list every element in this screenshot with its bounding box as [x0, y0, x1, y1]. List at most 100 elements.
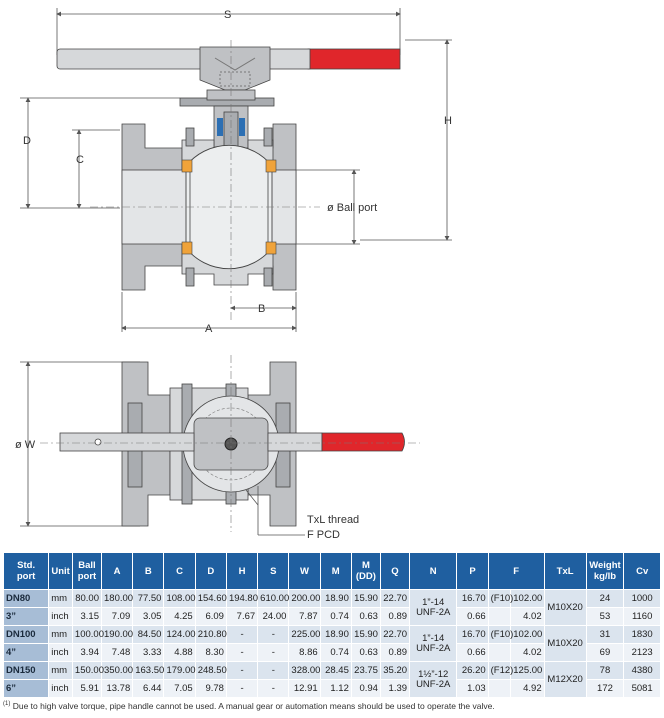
- cell-txl: M10X20: [543, 625, 587, 662]
- cell-a: 7.09: [100, 607, 134, 626]
- cell-a: 7.48: [100, 643, 134, 662]
- table-row: DN150 mm 150.00 350.00 163.50 179.00 248…: [2, 661, 661, 698]
- cell-b: 3.33: [132, 643, 165, 662]
- header-b: B: [132, 552, 165, 590]
- seat: [181, 159, 193, 173]
- cell-ball: 100.00: [71, 625, 104, 644]
- cell-f-code: (F10): [487, 625, 513, 644]
- cell-m-dd: 15.90: [350, 589, 381, 608]
- cell-c: 4.25: [163, 607, 196, 626]
- cell-b: 6.44: [132, 679, 165, 698]
- row-label: DN100: [2, 625, 50, 644]
- header-p: P: [456, 552, 489, 590]
- table-row: 6” inch 5.91 13.78 6.44 7.05 9.78 - - 12…: [2, 679, 661, 698]
- header-txl: TxL: [543, 552, 587, 590]
- cell-txl: M10X20: [543, 589, 587, 626]
- ball-port-label: ø Ball port: [327, 202, 377, 214]
- cell-f-code: [487, 679, 512, 698]
- cell-f-code: [487, 607, 512, 626]
- table-row: DN80 mm 80.00 180.00 77.50 108.00 154.60…: [2, 589, 661, 626]
- cell-d: 210.80: [194, 625, 227, 644]
- cell-d: 154.60: [194, 589, 227, 608]
- header-cv: Cv: [623, 552, 661, 590]
- dim-a-label: A: [205, 323, 213, 335]
- cell-ball: 150.00: [71, 661, 104, 680]
- cell-cv: 1160: [623, 607, 661, 626]
- cell-weight: 172: [585, 679, 625, 698]
- cell-weight: 31: [585, 625, 625, 644]
- handle-bar: [267, 432, 323, 452]
- cell-q: 1.39: [379, 679, 411, 698]
- footnote-mark: (1): [3, 701, 11, 708]
- cell-h: -: [225, 625, 259, 644]
- cell-p: 16.70: [456, 589, 489, 608]
- row-label: 6”: [2, 679, 50, 698]
- header-q: Q: [379, 552, 411, 590]
- cell-p: 1.03: [456, 679, 489, 698]
- dim-b-label: B: [258, 303, 265, 315]
- cell-a: 13.78: [100, 679, 134, 698]
- row-label: DN80: [2, 589, 50, 608]
- cell-w: 8.86: [288, 643, 321, 662]
- dim-d-label: D: [23, 135, 31, 147]
- cell-unit: inch: [48, 643, 73, 662]
- header-a: A: [100, 552, 134, 590]
- cell-w: 328.00: [288, 661, 321, 680]
- cell-p: 16.70: [456, 625, 489, 644]
- footnote-text: Due to high valve torque, pipe handle ca…: [10, 701, 495, 711]
- cell-h: 7.67: [225, 607, 259, 626]
- cell-ball: 5.91: [71, 679, 103, 698]
- cell-h: -: [225, 679, 259, 698]
- cell-p: 26.20: [456, 661, 489, 680]
- cell-f: 125.00: [510, 661, 545, 680]
- header-f: F: [487, 552, 545, 590]
- cell-unit: inch: [48, 607, 73, 626]
- row-label: DN150: [2, 661, 50, 680]
- cell-f: 102.00: [510, 589, 545, 608]
- cell-unit: mm: [48, 589, 73, 608]
- cell-m-dd: 23.75: [350, 661, 381, 680]
- handle-bar: [56, 48, 208, 70]
- cell-m: 1.12: [319, 679, 352, 698]
- cell-m: 18.90: [319, 625, 352, 644]
- txl-thread-label: TxL thread: [307, 514, 359, 526]
- cell-m: 28.45: [319, 661, 352, 680]
- cell-f-code: (F12): [487, 661, 513, 680]
- cell-d: 9.78: [194, 679, 227, 698]
- cell-h: 194.80: [225, 589, 259, 608]
- cell-ball: 3.94: [71, 643, 103, 662]
- dim-w-label: ø W: [15, 439, 36, 451]
- cell-p: 0.66: [456, 643, 489, 662]
- cell-cv: 4380: [623, 661, 661, 680]
- cell-cv: 1830: [623, 625, 661, 644]
- cell-weight: 24: [585, 589, 625, 608]
- cell-d: 6.09: [194, 607, 227, 626]
- handle-bar: [59, 432, 195, 452]
- cell-w: 225.00: [288, 625, 321, 644]
- cell-a: 180.00: [100, 589, 134, 608]
- footnote: (1) Due to high valve torque, pipe handl…: [3, 701, 495, 711]
- cell-q: 22.70: [379, 625, 411, 644]
- cell-s: -: [257, 679, 290, 698]
- cell-m-dd: 0.63: [350, 643, 381, 662]
- cell-ball: 3.15: [71, 607, 103, 626]
- header-w: W: [288, 552, 321, 590]
- cell-weight: 53: [585, 607, 625, 626]
- cell-h: -: [225, 643, 259, 662]
- cell-b: 84.50: [132, 625, 165, 644]
- seat: [265, 159, 277, 173]
- cell-b: 3.05: [132, 607, 165, 626]
- cell-w: 7.87: [288, 607, 321, 626]
- header-c: C: [163, 552, 196, 590]
- f-pcd-label: F PCD: [307, 529, 340, 541]
- dim-h-label: H: [444, 115, 452, 127]
- section-view: S H D C: [20, 8, 452, 335]
- cell-q: 35.20: [379, 661, 411, 680]
- table-row: DN100 mm 100.00 190.00 84.50 124.00 210.…: [2, 625, 661, 662]
- header-unit: Unit: [48, 552, 73, 590]
- cell-a: 190.00: [100, 625, 134, 644]
